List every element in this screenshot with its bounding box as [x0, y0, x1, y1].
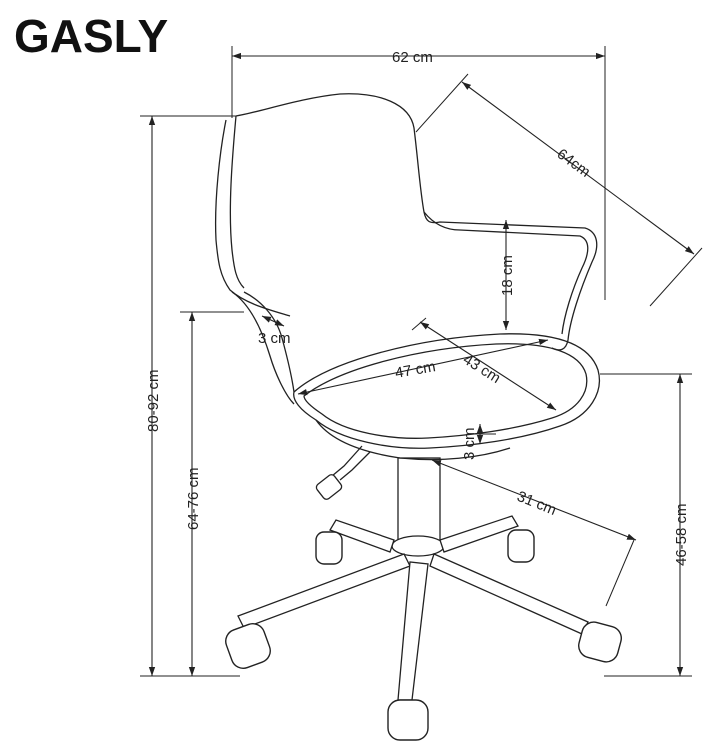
leg-front	[397, 561, 429, 701]
label-seat-depth: 43 cm	[460, 351, 504, 387]
caster-back-right	[507, 529, 535, 563]
base-hub	[391, 535, 445, 557]
dimension-labels: 62 cm 64cm 80-92 cm 64-76 cm 46-58 cm 18…	[145, 49, 690, 566]
label-armrest-to-seat: 18 cm	[499, 255, 516, 296]
leg-front-left	[237, 553, 411, 629]
leg-back-right	[439, 515, 519, 553]
label-backrest-thickness: 3 cm	[258, 330, 291, 347]
caster-front	[387, 699, 429, 741]
label-seat-width: 47 cm	[394, 358, 437, 382]
leg-back-left	[329, 519, 395, 553]
label-total-height: 80-92 cm	[145, 369, 162, 432]
product-title: GASLY	[14, 10, 168, 62]
backrest-shell	[235, 93, 598, 351]
gas-cylinder	[397, 457, 441, 545]
lever-knob	[315, 474, 343, 500]
label-overall-width: 62 cm	[392, 49, 433, 66]
seat-shell	[293, 333, 600, 449]
label-seat-height: 46-58 cm	[673, 503, 690, 566]
label-seat-thickness: 3 cm	[461, 427, 478, 460]
leg-front-right	[429, 553, 589, 635]
chair-drawing	[214, 93, 622, 741]
dimension-lines	[140, 46, 703, 677]
label-base-radius: 31 cm	[515, 488, 559, 519]
caster-back-left	[315, 531, 343, 565]
caster-front-left	[225, 623, 271, 669]
caster-front-right	[578, 621, 622, 663]
label-armrest-height: 64-76 cm	[185, 467, 202, 530]
